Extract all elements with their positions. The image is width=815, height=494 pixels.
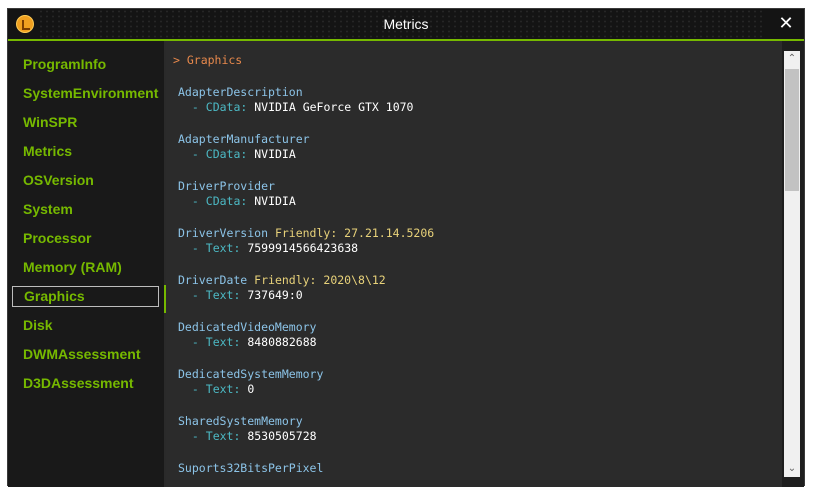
section-header: > Graphics bbox=[173, 53, 243, 67]
entry-key: DriverDate Friendly: 2020\8\12 bbox=[178, 273, 386, 287]
sidebar-selection-marker bbox=[164, 285, 166, 313]
sidebar-item-osversion[interactable]: OSVersion bbox=[23, 172, 94, 188]
entry-value: - Text: 0 bbox=[185, 382, 255, 396]
sidebar-item-processor[interactable]: Processor bbox=[23, 230, 92, 246]
entry-key: DriverProvider bbox=[178, 179, 275, 193]
sidebar: ProgramInfo SystemEnvironment WinSPR Met… bbox=[8, 41, 166, 487]
scroll-up-arrow-icon[interactable]: ⌃ bbox=[784, 51, 800, 67]
app-logo-icon bbox=[16, 15, 34, 33]
sidebar-item-d3dassessment[interactable]: D3DAssessment bbox=[23, 375, 134, 391]
entry-value: - Text: 8480882688 bbox=[185, 335, 317, 349]
window-title: Metrics bbox=[383, 16, 429, 32]
sidebar-divider bbox=[164, 41, 166, 487]
sidebar-item-systemenvironment[interactable]: SystemEnvironment bbox=[23, 85, 159, 101]
sidebar-item-dwmassessment[interactable]: DWMAssessment bbox=[23, 346, 141, 362]
entry-value: - Text: 8530505728 bbox=[185, 429, 317, 443]
entry-value: - CData: NVIDIA bbox=[185, 194, 296, 208]
title-bar[interactable]: Metrics ✕ bbox=[8, 9, 804, 41]
entry-key: AdapterManufacturer bbox=[178, 132, 310, 146]
entry-key: SharedSystemMemory bbox=[178, 414, 303, 428]
entry-key: DriverVersion Friendly: 27.21.14.5206 bbox=[178, 226, 435, 240]
entry-value: - CData: NVIDIA bbox=[185, 147, 296, 161]
entry-value: - Text: 737649:0 bbox=[185, 288, 303, 302]
entry-value: - CData: NVIDIA GeForce GTX 1070 bbox=[185, 100, 414, 114]
sidebar-item-disk[interactable]: Disk bbox=[23, 317, 53, 333]
app-window: Metrics ✕ ProgramInfo SystemEnvironment … bbox=[7, 8, 805, 487]
entry-key: AdapterDescription bbox=[178, 85, 303, 99]
sidebar-item-memory[interactable]: Memory (RAM) bbox=[23, 259, 122, 275]
scrollbar-thumb[interactable] bbox=[785, 69, 799, 191]
close-button[interactable]: ✕ bbox=[778, 13, 794, 34]
sidebar-item-graphics[interactable]: Graphics bbox=[12, 286, 159, 307]
entry-key: DedicatedSystemMemory bbox=[178, 367, 324, 381]
sidebar-item-winspr[interactable]: WinSPR bbox=[23, 114, 78, 130]
title-bar-pattern bbox=[38, 9, 764, 39]
scroll-down-arrow-icon[interactable]: ⌄ bbox=[784, 461, 800, 477]
details-panel: > Graphics AdapterDescription - CData: N… bbox=[166, 41, 782, 487]
sidebar-item-metrics[interactable]: Metrics bbox=[23, 143, 73, 159]
sidebar-item-programinfo[interactable]: ProgramInfo bbox=[23, 56, 107, 72]
entry-key: Suports32BitsPerPixel bbox=[178, 461, 324, 475]
sidebar-item-system[interactable]: System bbox=[23, 201, 73, 217]
entry-key: DedicatedVideoMemory bbox=[178, 320, 317, 334]
vertical-scrollbar[interactable]: ⌃ ⌄ bbox=[782, 41, 804, 487]
entry-value: - Text: 7599914566423638 bbox=[185, 241, 359, 255]
